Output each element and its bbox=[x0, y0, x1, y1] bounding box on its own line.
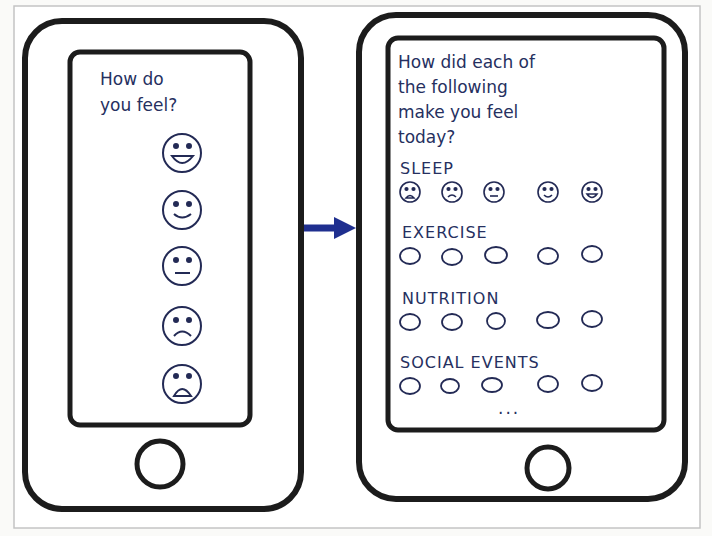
rating-category: NUTRITION bbox=[402, 288, 499, 310]
face-eye bbox=[187, 318, 191, 322]
mood-faces bbox=[163, 134, 201, 403]
rating-circle bbox=[538, 376, 558, 392]
rating-faces bbox=[400, 182, 602, 202]
face-outline bbox=[163, 134, 201, 172]
face-mouth bbox=[175, 272, 190, 274]
face-eye bbox=[550, 188, 553, 191]
rating-category: SOCIAL EVENTS bbox=[400, 352, 540, 374]
screen-question: How did each of the following make you f… bbox=[398, 50, 558, 150]
phone-screen bbox=[70, 52, 250, 425]
face-eye bbox=[543, 188, 546, 191]
face-mouth bbox=[587, 194, 597, 198]
rating-circle bbox=[487, 313, 505, 329]
rating-circle bbox=[400, 314, 420, 330]
face-eye bbox=[174, 144, 178, 148]
rating-circle bbox=[400, 378, 420, 394]
paper-edge bbox=[14, 6, 700, 528]
phone-screen bbox=[388, 38, 664, 430]
face-eye bbox=[412, 188, 415, 191]
face-outline bbox=[163, 307, 201, 345]
rating-circle bbox=[538, 248, 558, 264]
rating-circle bbox=[442, 249, 462, 265]
face-mouth bbox=[490, 195, 498, 197]
rating-category: EXERCISE bbox=[402, 222, 488, 244]
face-outline bbox=[400, 182, 420, 202]
face-eye bbox=[174, 258, 178, 262]
face-mouth bbox=[544, 195, 552, 197]
phone-frame: How did each of the following make you f… bbox=[356, 12, 688, 502]
face-outline bbox=[582, 182, 602, 202]
face-eye bbox=[187, 202, 191, 206]
rating-category: SLEEP bbox=[400, 158, 454, 180]
face-eye bbox=[447, 188, 450, 191]
face-mouth bbox=[174, 389, 191, 396]
face-outline bbox=[442, 182, 462, 202]
screen-question: How do you feel? bbox=[100, 66, 192, 118]
face-eye bbox=[594, 188, 597, 191]
face-eye bbox=[187, 258, 191, 262]
rating-circle bbox=[400, 248, 420, 264]
face-outline bbox=[484, 182, 504, 202]
face-mouth bbox=[172, 156, 193, 163]
phone-frame: How do you feel? bbox=[22, 18, 304, 512]
rating-circle bbox=[441, 379, 459, 393]
rating-category: ... bbox=[498, 398, 520, 418]
face-outline bbox=[163, 365, 201, 403]
rating-circle bbox=[485, 247, 507, 263]
face-outline bbox=[163, 191, 201, 229]
rating-circle bbox=[582, 311, 602, 327]
rating-circle bbox=[582, 375, 602, 391]
face-mouth bbox=[448, 195, 456, 197]
face-eye bbox=[489, 188, 492, 191]
face-eye bbox=[187, 144, 191, 148]
face-eye bbox=[187, 374, 191, 378]
home-button bbox=[527, 447, 569, 489]
home-button bbox=[137, 441, 183, 487]
face-outline bbox=[538, 182, 558, 202]
face-mouth bbox=[406, 196, 414, 199]
rating-circle bbox=[582, 246, 602, 262]
rating-circle bbox=[537, 312, 559, 328]
face-mouth bbox=[174, 332, 191, 337]
face-eye bbox=[454, 188, 457, 191]
face-eye bbox=[587, 188, 590, 191]
flow-arrow bbox=[304, 225, 345, 232]
face-eye bbox=[405, 188, 408, 191]
face-mouth bbox=[174, 214, 191, 218]
rating-circle bbox=[442, 314, 462, 330]
face-eye bbox=[174, 318, 178, 322]
face-outline bbox=[163, 247, 201, 285]
face-eye bbox=[496, 188, 499, 191]
face-eye bbox=[174, 374, 178, 378]
rating-circles bbox=[400, 246, 602, 394]
face-eye bbox=[174, 202, 178, 206]
rating-circle bbox=[482, 378, 502, 392]
